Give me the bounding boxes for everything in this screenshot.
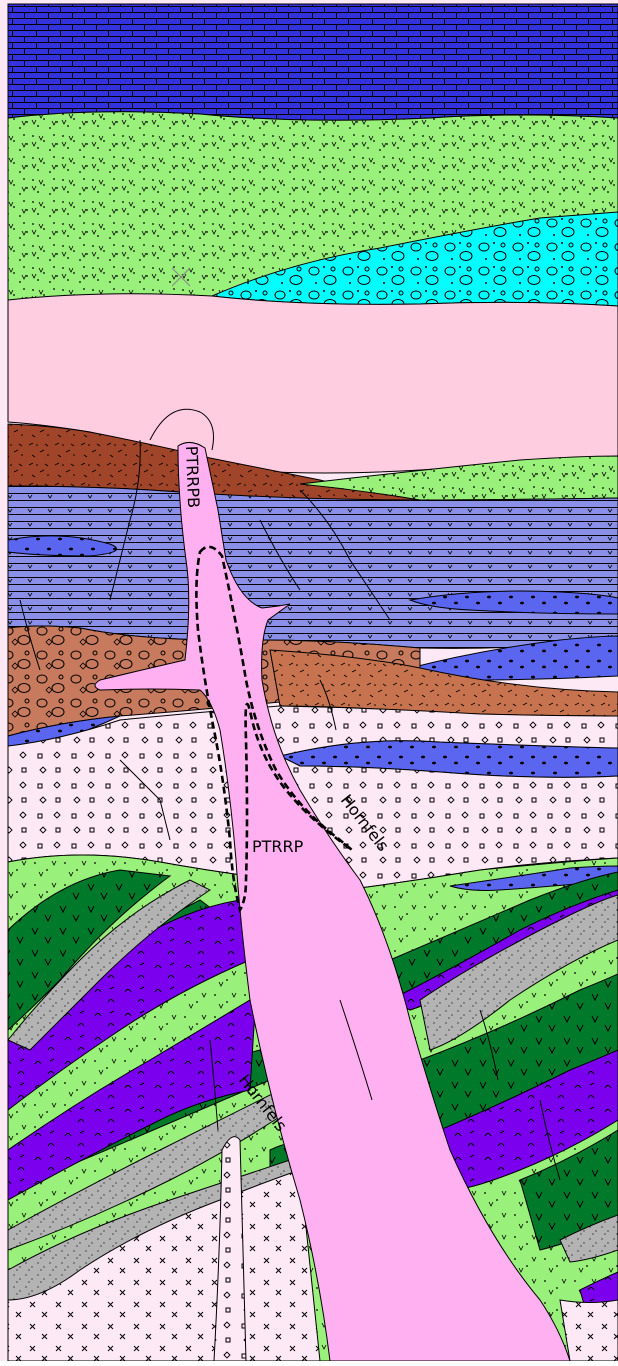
label-ptrrpb: PTRRPB [182, 445, 203, 508]
label-ptrrp: PTRRP [252, 837, 304, 856]
limestone-layer [8, 4, 618, 120]
